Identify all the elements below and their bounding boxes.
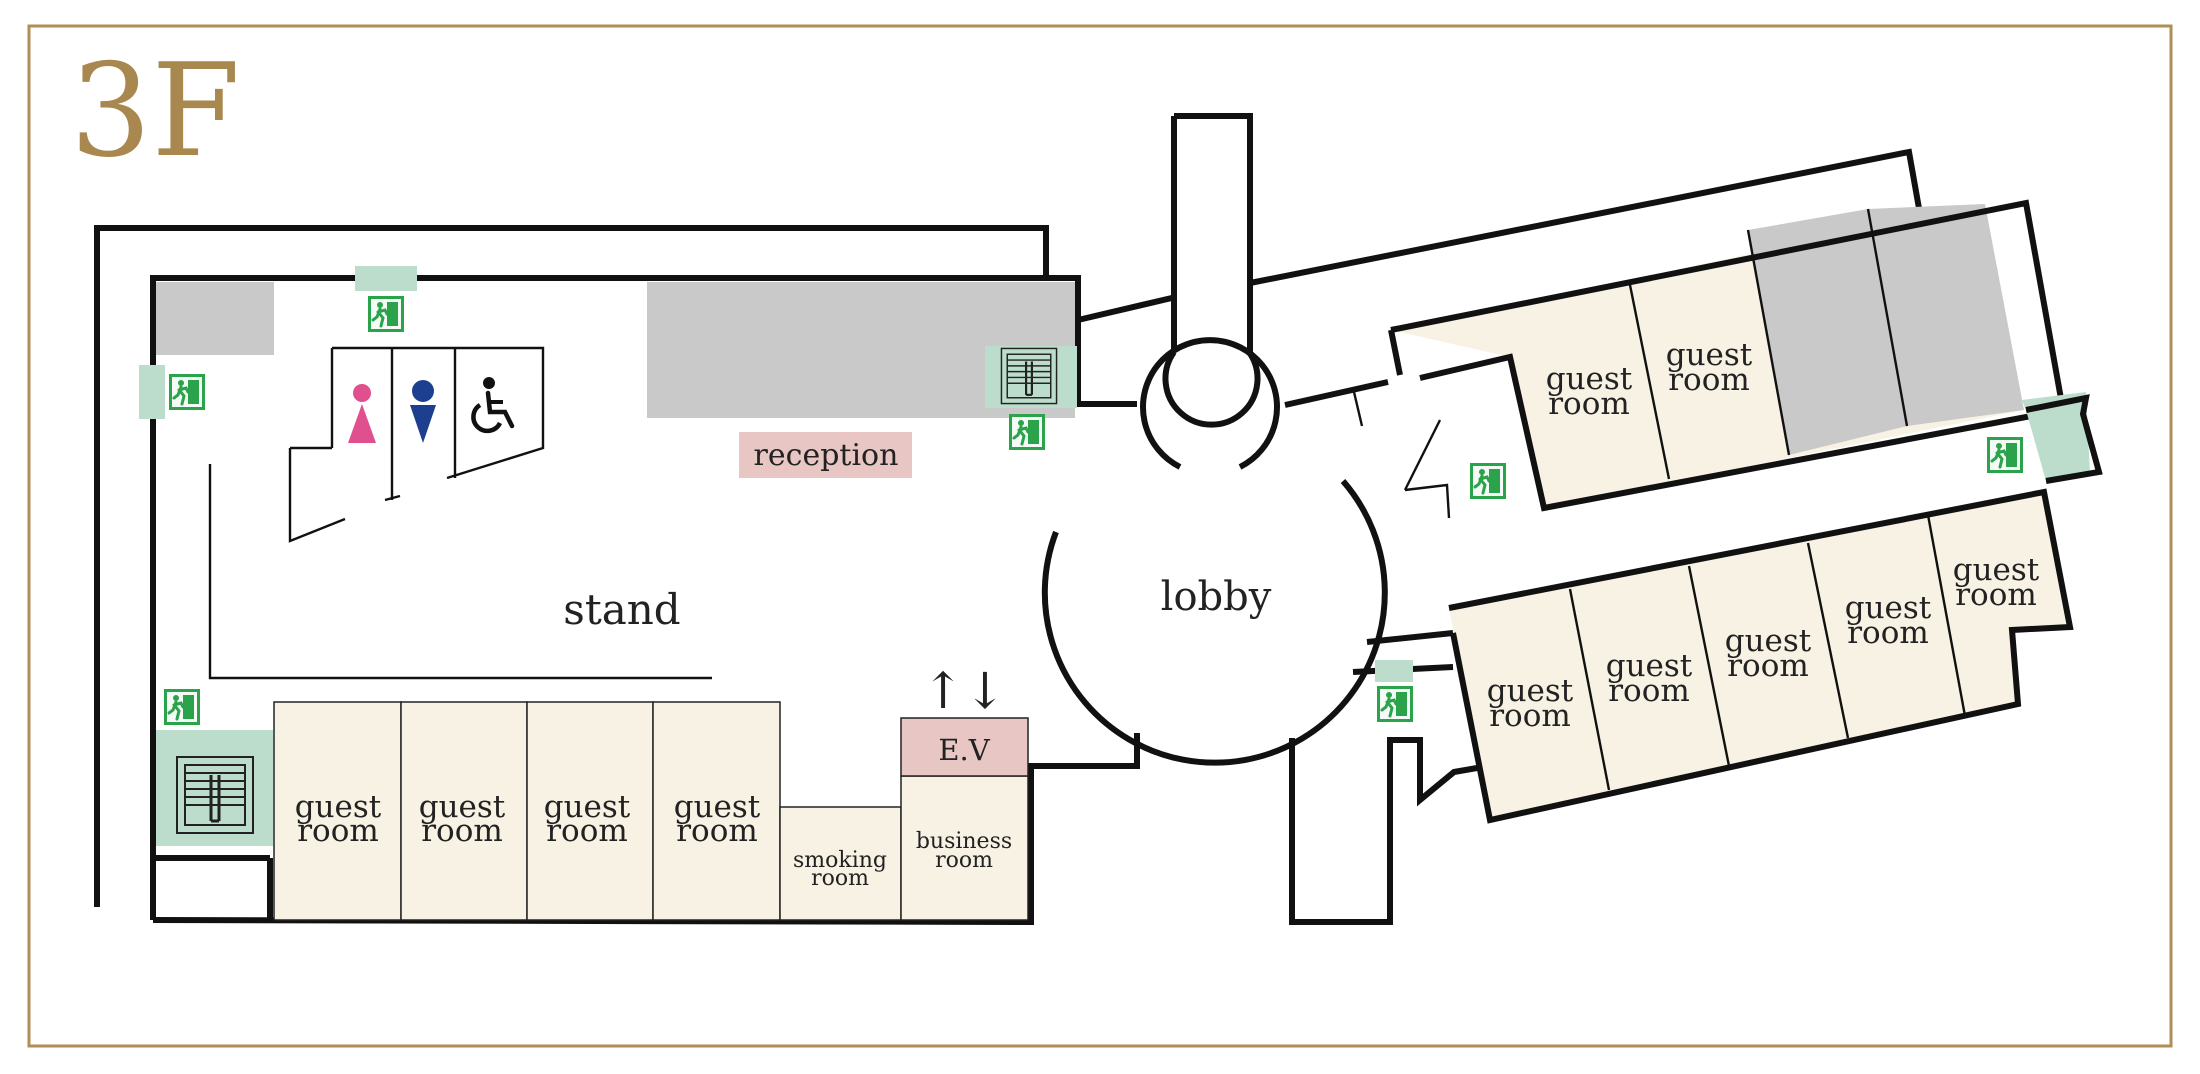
svg-text:room: room xyxy=(546,813,628,849)
svg-text:guest: guest xyxy=(1666,337,1753,373)
svg-text:room: room xyxy=(935,848,993,873)
guest-room xyxy=(273,701,402,921)
svg-text:room: room xyxy=(1727,648,1809,684)
smoking-room xyxy=(779,806,902,921)
service-area xyxy=(1748,209,1907,455)
emergency-exit-icon xyxy=(1987,437,2023,473)
svg-text:guest: guest xyxy=(295,789,382,825)
guest-room xyxy=(400,701,528,921)
svg-text:guest: guest xyxy=(1953,552,2040,588)
svg-text:room: room xyxy=(421,813,503,849)
exit-door xyxy=(355,266,417,291)
svg-text:guest: guest xyxy=(1845,590,1932,626)
svg-text:smoking: smoking xyxy=(793,848,887,873)
emergency-exit-icon xyxy=(1377,686,1413,722)
center-lobby xyxy=(1041,113,1478,925)
right-wing xyxy=(1249,148,2103,824)
guest-rooms-bottom xyxy=(273,701,1029,921)
svg-text:room: room xyxy=(811,866,869,891)
elevator-arrows: ↑↓ xyxy=(922,662,1006,720)
svg-text:guest: guest xyxy=(1487,673,1574,709)
service-area xyxy=(1868,204,2024,426)
guest-room xyxy=(526,701,654,921)
floor-label: 3F xyxy=(70,37,240,186)
svg-text:room: room xyxy=(1548,386,1630,422)
svg-text:guest: guest xyxy=(1725,623,1812,659)
elevator-label: E.V xyxy=(938,733,990,767)
svg-text:room: room xyxy=(1608,673,1690,709)
emergency-exit-icon xyxy=(164,689,200,725)
exit-door xyxy=(1375,660,1413,682)
svg-text:guest: guest xyxy=(674,789,761,825)
emergency-exit-icon xyxy=(169,374,205,410)
lobby-label: lobby xyxy=(1161,574,1272,620)
svg-text:room: room xyxy=(1668,362,1750,398)
svg-text:room: room xyxy=(1847,615,1929,651)
female-toilet-icon xyxy=(348,384,376,443)
exit-door xyxy=(2022,392,2090,481)
exit-door xyxy=(139,365,165,419)
svg-text:room: room xyxy=(676,813,758,849)
svg-text:room: room xyxy=(1489,698,1571,734)
svg-text:guest: guest xyxy=(544,789,631,825)
emergency-exit-icon xyxy=(1009,414,1045,450)
svg-text:guest: guest xyxy=(1546,361,1633,397)
svg-text:guest: guest xyxy=(419,789,506,825)
svg-text:room: room xyxy=(297,813,379,849)
svg-text:room: room xyxy=(1955,577,2037,613)
business-room xyxy=(900,775,1029,921)
emergency-exit-icon xyxy=(368,296,404,332)
svg-text:business: business xyxy=(916,829,1012,854)
reception-desk xyxy=(739,432,912,478)
reception-label: reception xyxy=(754,438,899,473)
map-frame xyxy=(27,24,2173,1048)
wheelchair-icon xyxy=(471,377,515,434)
elevator xyxy=(900,717,1029,777)
service-area xyxy=(156,282,274,355)
svg-text:guest: guest xyxy=(1606,648,1693,684)
emergency-exit-icon xyxy=(1470,463,1506,499)
guest-room xyxy=(652,701,781,921)
stand-label: stand xyxy=(563,585,680,634)
male-toilet-icon xyxy=(410,380,436,443)
